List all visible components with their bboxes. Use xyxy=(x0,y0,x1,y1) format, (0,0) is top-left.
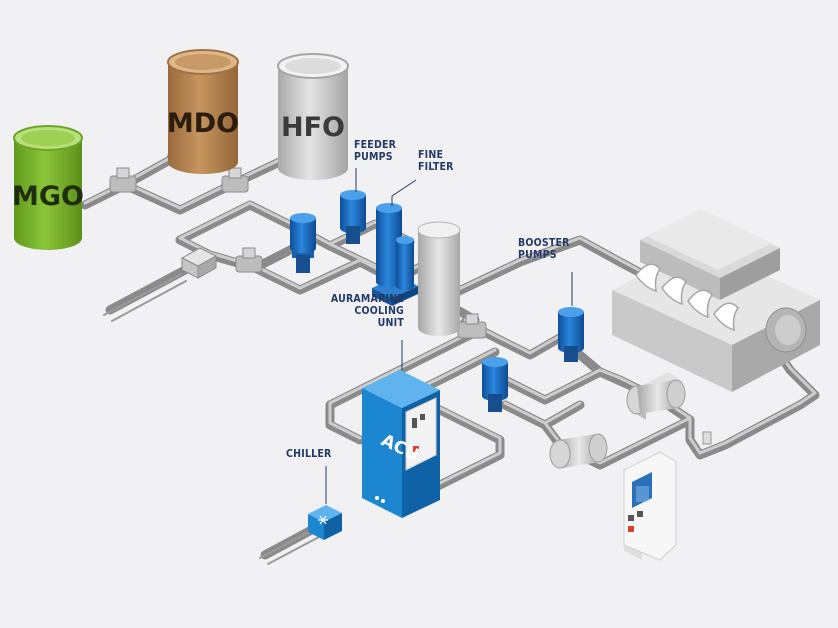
mdo-tank: MDO xyxy=(167,49,239,174)
fine-filter-label-2: FILTER xyxy=(418,161,454,173)
fine-filter xyxy=(372,203,418,306)
cooling-unit-label-1: AURAMARINE xyxy=(331,293,404,305)
three-way-valve-icon xyxy=(235,247,263,273)
flow-meter-icon xyxy=(180,247,218,279)
display-screen xyxy=(632,472,652,508)
horizontal-filter xyxy=(626,372,686,420)
feeder-pump xyxy=(290,213,316,273)
three-way-valve-icon xyxy=(109,167,137,193)
callout-chiller: CHILLER xyxy=(286,448,332,504)
mixing-tank xyxy=(417,221,461,336)
mgo-label: MGO xyxy=(12,181,84,212)
hfo-tank: HFO xyxy=(277,53,349,180)
pipe-connection-icon xyxy=(375,496,385,503)
svg-text:CHILLER: CHILLER xyxy=(286,448,332,460)
mgo-tank: MGO xyxy=(12,125,84,250)
acu-cooling-unit: ACU xyxy=(362,370,440,518)
booster-pump xyxy=(558,307,584,362)
feeder-pump xyxy=(340,190,366,244)
engine xyxy=(612,209,820,392)
three-way-valve-icon xyxy=(221,167,249,193)
exhaust-ports xyxy=(635,263,739,332)
booster-pumps-label-1: BOOSTER xyxy=(518,237,570,249)
valve-group xyxy=(109,167,712,445)
control-panel xyxy=(622,451,677,561)
three-way-valve-icon xyxy=(457,313,487,339)
booster-pump xyxy=(482,357,508,412)
horizontal-filter xyxy=(549,433,608,469)
feeder-pumps-label-2: PUMPS xyxy=(354,151,393,163)
cooling-unit-label-3: UNIT xyxy=(378,317,405,329)
feeder-pumps-label-1: FEEDER xyxy=(354,139,397,151)
small-valve-icon xyxy=(702,431,712,445)
hfo-label: HFO xyxy=(281,112,345,143)
chiller-label: CHILLER xyxy=(286,448,332,460)
snowflake-icon xyxy=(318,515,328,525)
chiller xyxy=(308,505,342,540)
booster-pumps-label-2: PUMPS xyxy=(518,249,557,261)
mdo-label: MDO xyxy=(167,108,239,139)
cooling-unit-label-2: COOLING xyxy=(354,305,404,317)
fine-filter-label-1: FINE xyxy=(418,149,443,161)
